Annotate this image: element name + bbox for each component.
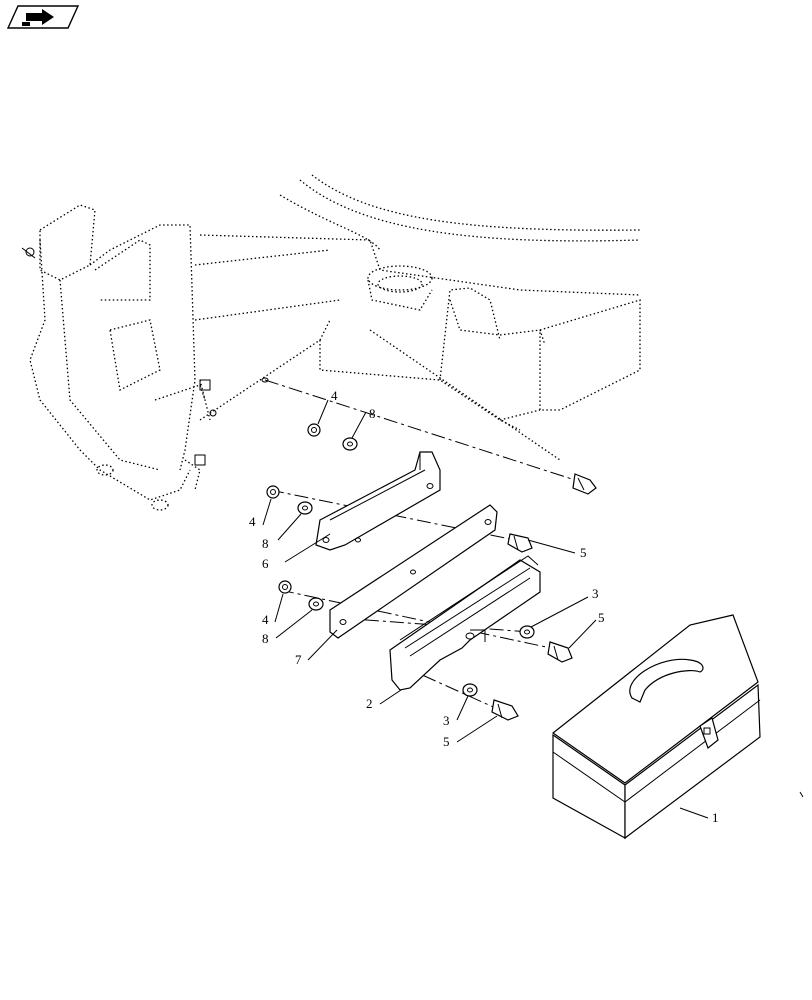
bolt-5c (491, 699, 519, 721)
nut-4c (278, 580, 292, 594)
washer-8c (308, 597, 324, 611)
callout-3b: 3 (443, 713, 450, 728)
leaders (262, 399, 709, 819)
nut-4b (266, 485, 280, 499)
callout-8a: 8 (369, 406, 376, 421)
callout-4b: 4 (249, 514, 256, 529)
callout-5c: 5 (443, 734, 450, 749)
machine-frame (21, 174, 641, 511)
callout-1: 1 (712, 810, 719, 825)
callout-5a: 5 (580, 545, 587, 560)
callout-4c: 4 (262, 612, 269, 627)
hardware (266, 423, 597, 721)
washer-3b (462, 683, 478, 697)
callout-6: 6 (262, 556, 269, 571)
arrow-page-icon[interactable] (6, 5, 80, 29)
callout-7: 7 (295, 652, 302, 667)
corner-mark (799, 791, 804, 798)
bracket-part-6 (315, 451, 441, 551)
channel-bracket-part-2 (389, 555, 541, 691)
toolbox-part-1 (551, 614, 761, 840)
bolt-5-top (572, 473, 597, 495)
bolt-5a (507, 533, 533, 553)
bolt-5b (547, 641, 573, 663)
washer-8a (342, 437, 358, 451)
callout-3a: 3 (592, 586, 599, 601)
washer-8b (297, 501, 313, 515)
callout-4a: 4 (331, 388, 338, 403)
callout-8b: 8 (262, 536, 269, 551)
nut-4a (307, 423, 321, 437)
callout-labels: 4 8 4 8 6 5 3 5 4 8 7 2 3 5 1 (249, 388, 719, 825)
washer-3a (519, 625, 535, 639)
callout-5b: 5 (598, 610, 605, 625)
plate-part-7 (329, 504, 498, 639)
callout-8c: 8 (262, 631, 269, 646)
callout-2: 2 (366, 696, 373, 711)
